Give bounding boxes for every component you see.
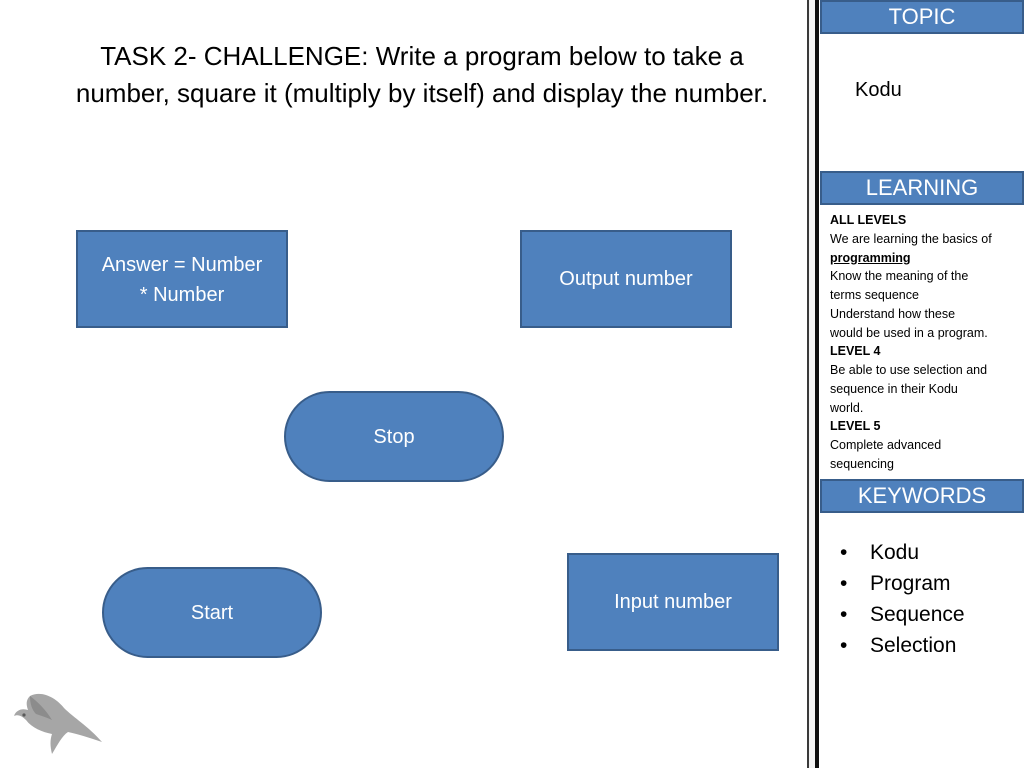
start-label: Start [190,601,234,624]
keywords-list: Kodu Program Sequence Selection [840,537,965,661]
learning-line: programming [830,250,911,265]
topic-value: Kodu [855,79,902,101]
learning-line: Know the meaning of the [830,269,969,284]
learning-line: world. [830,400,864,415]
learning-line: We are learning the basics of [830,231,992,246]
sidebar-divider [807,0,819,768]
keyword-item: Selection [840,630,965,661]
answer-line-1: Answer = Number [101,254,263,276]
keyword-item: Kodu [840,537,965,568]
keyword-item: Sequence [840,599,965,630]
start-terminal[interactable]: Start [102,567,322,658]
answer-process-box[interactable]: Answer = Number * Number [76,230,288,328]
learning-line: Complete advanced [830,438,942,452]
stop-label: Stop [373,425,415,448]
learning-objectives: ALL LEVELS We are learning the basics of… [830,211,1022,474]
learning-line: LEVEL 5 [830,419,881,434]
answer-line-2: * Number [139,284,225,306]
learning-line: Be able to use selection and [830,363,988,377]
input-number-label: Input number [614,591,732,613]
learning-header: LEARNING [820,171,1024,205]
learning-line: ALL LEVELS [830,213,907,227]
learning-line: Understand how these [830,306,956,321]
keywords-header: KEYWORDS [820,479,1024,513]
learning-line: terms sequence [830,288,919,302]
learning-line: LEVEL 4 [830,344,881,359]
input-number-box[interactable]: Input number [567,553,779,651]
eagle-icon [14,693,102,754]
learning-line: would be used in a program. [830,325,988,340]
stop-terminal[interactable]: Stop [284,391,504,482]
topic-header: TOPIC [820,0,1024,34]
slide-title: TASK 2- CHALLENGE: Write a program below… [75,41,769,108]
output-number-box[interactable]: Output number [520,230,732,328]
learning-line: sequencing [830,456,894,471]
output-number-label: Output number [559,268,693,290]
learning-line: sequence in their Kodu [830,381,958,396]
keyword-item: Program [840,568,965,599]
